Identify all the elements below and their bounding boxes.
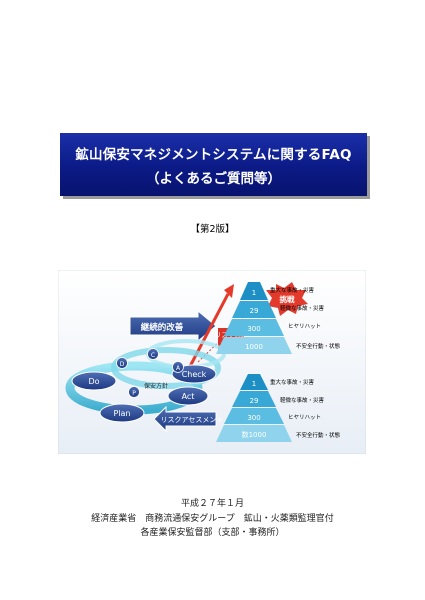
issuer-line-1: 経済産業省 商務流通保安グループ 鉱山・火薬類監理官付 [91, 514, 334, 524]
issue-date: 平成２７年１月 [180, 499, 244, 509]
challenge-label: 挑戦 [280, 294, 295, 304]
plan-node: Plan [99, 403, 145, 423]
check-label: Check [182, 370, 207, 379]
do-node: Do [71, 371, 117, 391]
improvement-trend-arrow [184, 293, 230, 375]
risk-assessment-label: リスクアセスメント [161, 416, 224, 424]
svg-text:P: P [132, 390, 136, 397]
act-node: Act [167, 386, 209, 406]
plan-label: Plan [113, 409, 130, 418]
lower-level-3: 300 [247, 414, 260, 422]
lower-pyramid: 1 29 300 数1000 重大な事故・災害 軽微な事故・災害 ヒヤリハット … [216, 374, 341, 442]
lower-level-1: 1 [252, 380, 256, 388]
svg-text:C: C [151, 352, 155, 359]
upper-pyramid: 1 29 300 1000 重大な事故・災害 軽微な事故・災害 ヒヤリハット 不… [216, 282, 341, 354]
upper-desc-2: 軽微な事故・災害 [280, 304, 325, 312]
letter-c-circle: C [147, 348, 159, 360]
upper-level-3: 300 [247, 325, 260, 333]
upper-desc-1: 重大な事故・災害 [270, 286, 315, 294]
upper-level-4: 1000 [245, 343, 263, 351]
issuer-line-2: 各産業保安監督部（支部・事務所） [140, 528, 285, 538]
lower-desc-4: 不安全行動・状態 [296, 431, 341, 439]
lower-desc-1: 重大な事故・災害 [270, 378, 315, 386]
risk-assessment-arrow: リスクアセスメント [153, 405, 224, 433]
document-title: 鉱山保安マネジメントシステムに関するFAQ [75, 147, 352, 163]
lower-level-2: 29 [250, 397, 259, 405]
letter-d-circle: D [116, 357, 128, 369]
letter-p-circle: P [128, 386, 140, 398]
upper-desc-4: 不安全行動・状態 [296, 342, 341, 350]
lower-desc-2: 軽微な事故・災害 [280, 396, 325, 404]
letter-a-circle: A [172, 361, 184, 373]
lower-desc-3: ヒヤリハット [288, 414, 321, 421]
title-banner: 鉱山保安マネジメントシステムに関するFAQ （よくあるご質問等） [60, 133, 367, 196]
continuous-improvement-label: 継続的改善 [141, 322, 184, 333]
pdca-pyramid-figure: 継続的改善 リスク低減 挑戦 リスクアセスメント Do Plan Check [58, 270, 366, 454]
lower-level-4: 数1000 [242, 430, 267, 439]
improvement-trend-arrowhead [224, 284, 234, 298]
upper-level-1: 1 [252, 289, 256, 297]
svg-text:D: D [120, 361, 125, 368]
document-subtitle: （よくあるご質問等） [146, 171, 281, 187]
edition-label: 【第2版】 [190, 224, 235, 235]
do-label: Do [88, 377, 99, 386]
upper-desc-3: ヒヤリハット [288, 323, 321, 330]
challenge-burst: 挑戦 [266, 282, 308, 316]
act-label: Act [182, 392, 195, 401]
svg-text:A: A [176, 365, 181, 372]
policy-label: 保安方針 [144, 382, 168, 390]
upper-level-2: 29 [250, 307, 259, 315]
